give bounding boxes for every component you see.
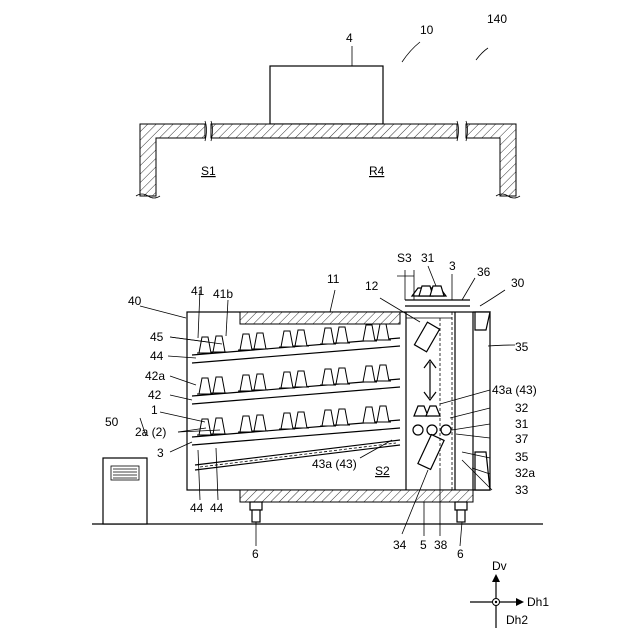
label-31-right: 31 <box>515 417 529 431</box>
label-S1: S1 <box>201 164 216 178</box>
label-10: 10 <box>420 23 434 37</box>
shelf-row-1 <box>192 324 400 363</box>
control-cabinet-50 <box>103 458 147 524</box>
unit-4 <box>270 66 383 124</box>
label-6-left: 6 <box>252 547 259 561</box>
label-44-bottom-b: 44 <box>210 501 224 515</box>
label-1: 1 <box>151 403 158 417</box>
label-5: 5 <box>420 538 427 552</box>
label-Dh2: Dh2 <box>506 613 528 627</box>
transfer-unit <box>405 286 470 470</box>
top-wall-11 <box>240 312 400 324</box>
label-140: 140 <box>487 12 507 26</box>
ceiling-slab-left <box>140 124 205 196</box>
label-12: 12 <box>365 279 379 293</box>
label-6-right: 6 <box>457 547 464 561</box>
label-4: 4 <box>346 31 353 45</box>
label-30: 30 <box>511 276 525 290</box>
upper-structure <box>136 66 520 198</box>
ceiling-slab-right <box>466 124 516 196</box>
label-32: 32 <box>515 401 529 415</box>
label-34: 34 <box>393 538 407 552</box>
label-38: 38 <box>434 538 448 552</box>
label-Dv: Dv <box>492 559 507 573</box>
label-42: 42 <box>148 388 162 402</box>
label-40: 40 <box>128 294 142 308</box>
label-44-left: 44 <box>150 349 164 363</box>
label-R4: R4 <box>369 164 385 178</box>
label-45: 45 <box>150 330 164 344</box>
label-50: 50 <box>105 415 119 429</box>
label-43a-lower: 43a (43) <box>312 457 357 471</box>
bottom-wall-5 <box>240 490 473 502</box>
shelf-row-3 <box>192 406 400 445</box>
label-2a: 2a (2) <box>135 425 166 439</box>
label-11: 11 <box>327 272 340 286</box>
label-37: 37 <box>515 432 529 446</box>
label-3-left: 3 <box>157 446 164 460</box>
label-31-top: 31 <box>421 251 435 265</box>
label-33: 33 <box>515 483 529 497</box>
label-35-top: 35 <box>515 340 529 354</box>
return-chute <box>195 440 400 470</box>
label-41b: 41b <box>213 287 233 301</box>
label-43a-upper: 43a (43) <box>492 383 537 397</box>
shelf-row-2 <box>192 365 400 404</box>
label-42a: 42a <box>145 369 165 383</box>
label-S3: S3 <box>397 251 412 265</box>
label-44-bottom-a: 44 <box>190 501 204 515</box>
label-3-top: 3 <box>449 259 456 273</box>
label-35-bottom: 35 <box>515 450 529 464</box>
label-32a: 32a <box>515 466 535 480</box>
label-Dh1: Dh1 <box>527 595 549 609</box>
label-36: 36 <box>477 265 491 279</box>
label-S2: S2 <box>375 464 390 478</box>
ceiling-slab-middle <box>211 124 457 138</box>
label-41: 41 <box>191 284 205 298</box>
